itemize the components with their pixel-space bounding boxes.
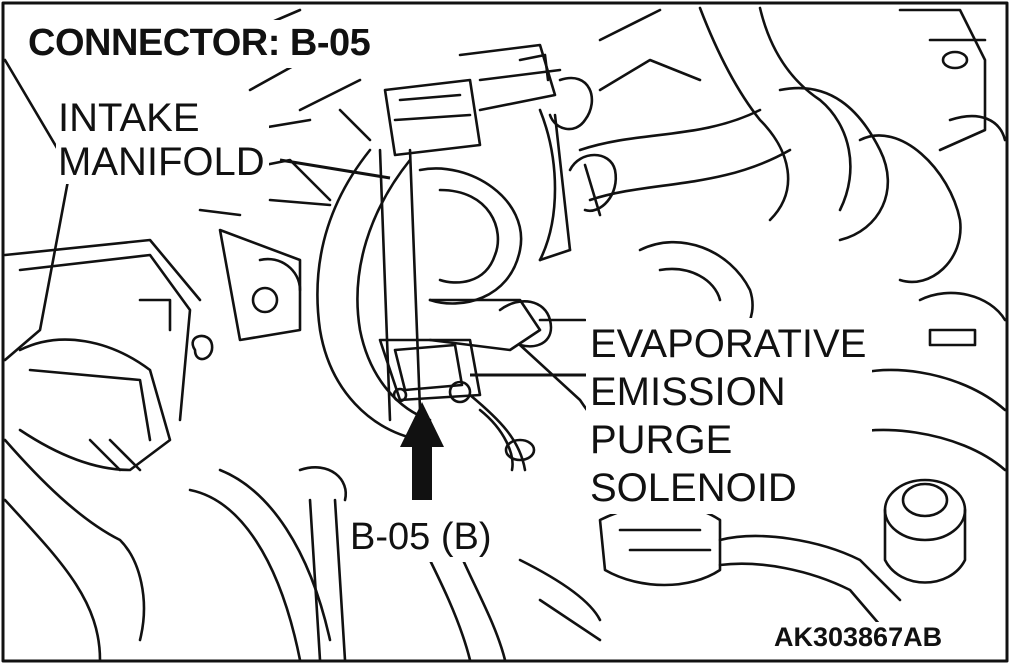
connector-pointer-arrow <box>400 402 444 500</box>
leader-lines <box>279 158 586 377</box>
figure-code: AK303867AB <box>770 622 947 653</box>
intake-manifold-label-line-2: MANIFOLD <box>58 140 265 184</box>
evap-solenoid-label: EVAPORATIVE EMISSION PURGE SOLENOID <box>586 318 873 514</box>
intake-manifold-label: INTAKE MANIFOLD <box>56 96 269 184</box>
connector-callout-label: B-05 (B) <box>342 512 500 562</box>
evap-solenoid-label-line-2: EMISSION <box>590 370 786 414</box>
evap-solenoid-label-line-4: SOLENOID <box>590 466 797 510</box>
evap-solenoid-label-line-1: EVAPORATIVE <box>590 322 867 366</box>
intake-leader-line <box>279 158 391 180</box>
diagram-title: CONNECTOR: B-05 <box>22 20 379 68</box>
intake-manifold-label-line-1: INTAKE <box>58 96 200 140</box>
evap-solenoid-label-line-3: PURGE <box>590 418 733 462</box>
